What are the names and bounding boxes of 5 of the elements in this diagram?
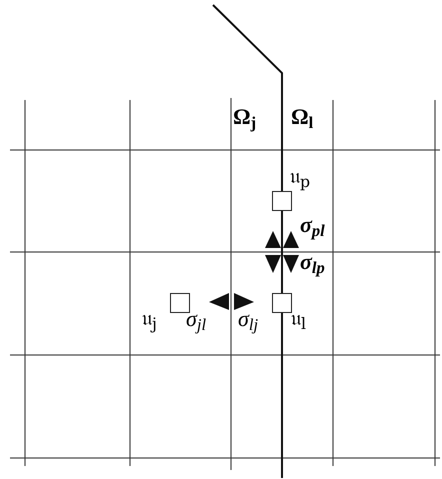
- subdomain-label: Ω$_{l}$: [291, 106, 314, 128]
- cell-marker: [272, 293, 292, 313]
- cell-marker: [272, 191, 292, 211]
- unknown-label: 𝔲$_{l}$: [291, 308, 306, 329]
- cell-marker: [170, 293, 190, 313]
